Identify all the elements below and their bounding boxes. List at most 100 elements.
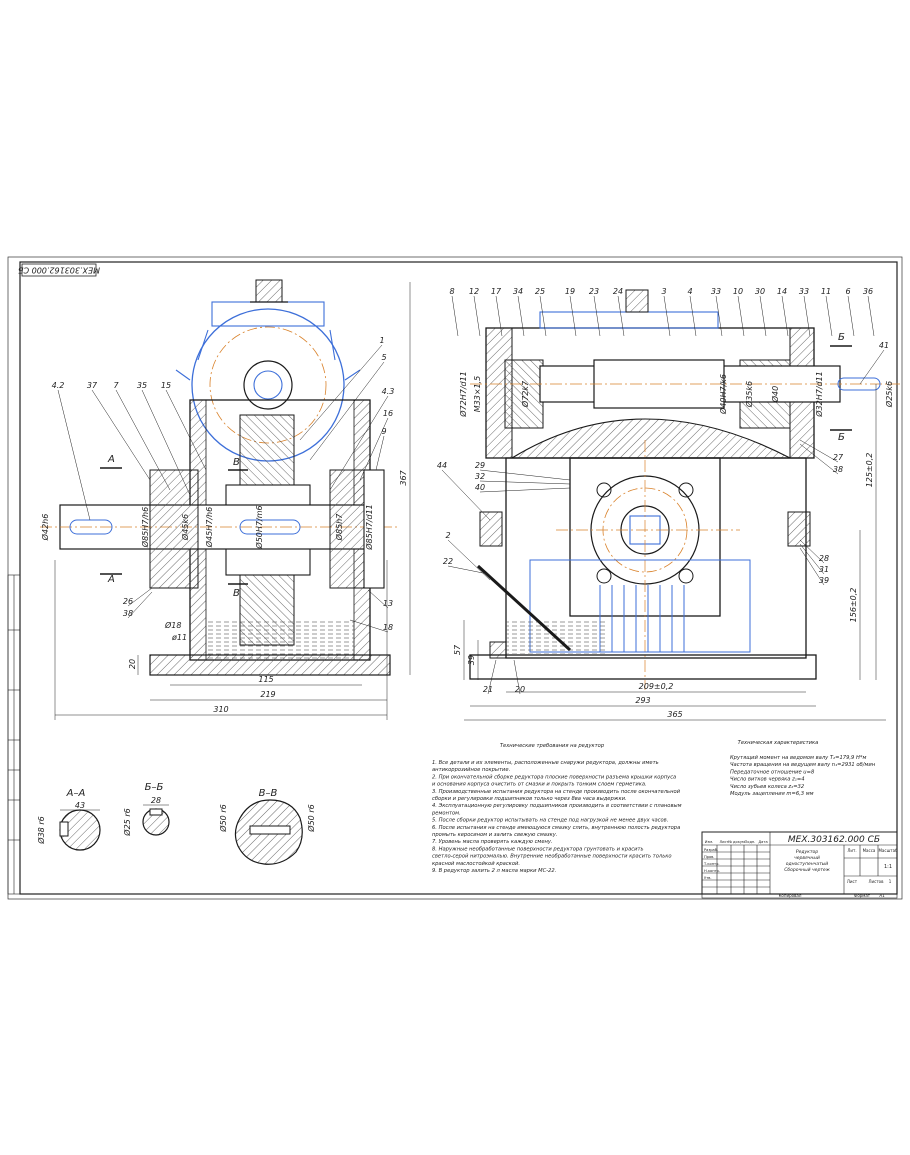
title-sheets: Листов [869,879,885,884]
tech-requirement-line: 9. В редуктор залить 2 л масла марки МС-… [432,868,556,874]
side-callout-top-14: 33 [799,287,809,296]
side-callout-top-15: 11 [821,287,831,296]
tech-requirement-line: 4. Эксплуатационную регулировку подшипни… [432,803,682,809]
front-callout-5-6: 5 [381,353,386,362]
section-mark-a-top: А [107,454,115,465]
tech-characteristics-title: Техническая характеристика [738,740,819,746]
tech-requirement-line: 8. Наружные необработанные поверхности р… [432,846,644,852]
title-col-mass: Масса [863,848,876,853]
side-callout-top-13-leader [781,295,789,337]
dim-fit-1: Ø85H7/h6 [140,507,150,548]
side-callout-left-7: 20 [515,685,525,694]
dim-side-fit-6: Ø40 [770,386,780,403]
side-callout-top-2: 17 [491,287,502,296]
title-role: Разраб. [704,848,718,852]
side-callout-left-6-leader [487,659,497,695]
side-callout-top-6-leader [593,295,601,337]
section-vv-dim-1: Ø50 r6 [218,804,228,832]
dim-side-fit-3: Ø72k7 [520,380,530,408]
tech-requirement-line: красной маслостойкой краской. [432,861,520,867]
wheel-keyway [239,519,301,535]
tech-requirement-line: сборки и регулировки подшипников только … [432,796,627,802]
side-callout-top-16-leader [847,295,855,337]
side-callout-top-16: 6 [845,287,850,296]
dim-fit-2: Ø45k6 [180,514,190,541]
dim-side-fit-5: Ø35k6 [744,381,754,408]
front-callout-9-9-leader [375,435,385,471]
front-callout-4-3-7-leader [329,395,389,491]
top-cover-plate [211,301,325,327]
title-code: МЕХ.303162.000 СБ [788,835,880,845]
dim-bolt-2: ø11 [171,633,187,642]
section-mark-b-bottom: Б [838,432,845,443]
side-callout-top-15-leader [825,295,833,337]
side-callout-top-4: 25 [535,287,545,296]
side-callout-top-1-leader [473,295,481,337]
section-bb-fit: Ø25 r6 [122,808,132,836]
tech-requirement-line: и основания корпуса очистить от смазки и… [432,782,647,788]
front-callout-26-12: 26 [123,597,133,606]
front-callout-15-4-leader [165,389,207,471]
section-views: А–А 43 Ø38 r6 Б–Б 28 Ø25 r6 В–В Ø50 r6 Ø… [36,782,316,865]
front-dimensions [54,282,411,720]
tech-requirement-line: ремонтом. [431,810,461,816]
dim-side-center-2: 156±0,2 [849,588,858,623]
dim-side-fit-4: Ø40H7/k6 [718,374,728,415]
side-callout-left-0-leader [441,469,491,521]
front-callout-37-1: 37 [87,381,98,390]
side-bolts [479,482,811,584]
front-callout-15-4: 15 [161,381,171,390]
title-copied: Копировал [779,893,802,898]
wheel-hub-circle [243,360,293,410]
section-aa-dim: 43 [75,801,85,810]
title-role: Н.контр. [704,869,720,873]
side-callout-left-2: 32 [475,472,485,481]
side-callout-top-2-leader [495,295,503,337]
front-callout-18-11-leader [349,619,389,633]
title-col-lit: Лит. [847,848,856,853]
side-callout-top-7: 24 [613,287,623,296]
side-callout-top-12: 30 [755,287,765,296]
section-arrows [100,467,248,585]
right-cover [363,469,385,589]
side-callout-left-1: 29 [475,461,485,470]
side-dimensions [463,384,886,721]
side-callout-right-1-leader [799,439,839,463]
tech-requirement-line: 1. Все детали и их элементы, расположенн… [432,760,659,766]
tech-characteristic-line: Модуль зацепления m=6,3 мм [730,791,814,797]
tech-characteristic-line: Крутящий момент на ведомом валу T₂=179,9… [730,755,866,761]
side-callout-top-5-leader [569,295,577,337]
front-callout-7-2-leader [115,389,171,491]
title-format-val: A1 [879,893,885,898]
side-base [469,654,817,680]
side-callout-top-8: 3 [661,287,666,296]
side-callout-top-13: 14 [777,287,787,296]
section-mark-b-top: Б [838,332,845,343]
dipstick [476,564,572,652]
title-role: Т.контр. [703,862,720,866]
left-binding-strip [7,574,21,895]
front-callout-13-10: 13 [383,599,393,608]
dim-overall-width: 310 [213,705,228,714]
shaft-keyway [69,519,113,535]
side-callout-right-2-leader [799,443,839,475]
side-callout-left-3: 40 [475,483,485,492]
side-callout-left-4: 2 [445,531,450,540]
left-bearing [149,469,199,589]
dim-side-h2: 39 [467,655,476,665]
tech-requirement-line: 7. Уровень масла проверять каждую смену. [432,839,553,845]
input-shaft-keyway [837,377,881,391]
dim-side-foot-span: 209±0,2 [639,682,674,691]
tech-requirements: Технические требования на редуктор 1. Вс… [431,743,682,874]
front-callout-38-13-leader [127,591,153,619]
dim-side-fit-8: Ø25k6 [884,381,894,408]
dim-side-h1: 57 [453,644,462,655]
section-aa-key [59,821,69,837]
side-callout-right-5-leader [799,547,825,586]
tech-requirement-line: антикоррозийное покрытие. [432,767,510,773]
title-block [701,831,898,899]
title-col-scale: Масштаб [878,848,898,853]
